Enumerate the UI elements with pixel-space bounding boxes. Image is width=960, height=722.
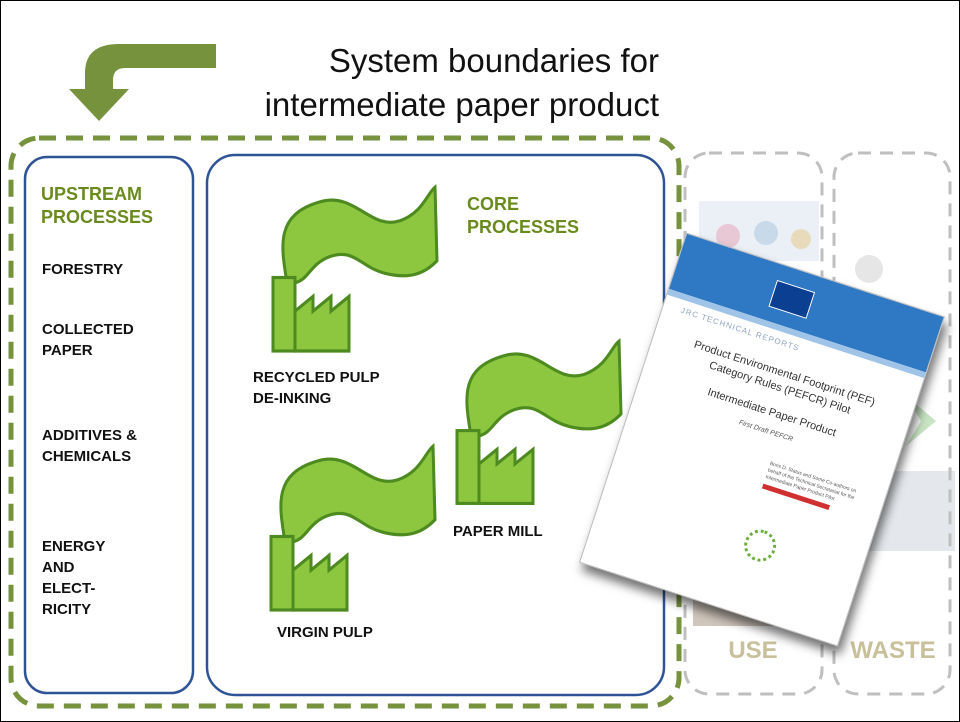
upstream-heading-line-2: PROCESSES <box>41 207 154 227</box>
factory-label-paper-mill: PAPER MILL <box>453 521 543 542</box>
title-line-2: intermediate paper product <box>264 86 659 123</box>
stage-waste-label: WASTE <box>850 637 936 664</box>
cepi-logo-icon <box>739 525 781 566</box>
upstream-item-line: RICITY <box>42 601 92 618</box>
upstream-item-line: AND <box>42 559 75 576</box>
factory-icon-recycled <box>271 185 439 353</box>
factory-label-line: VIRGIN PULP <box>277 624 373 641</box>
title-line-1: System boundaries for <box>328 42 659 79</box>
upstream-item-line: PAPER <box>42 342 93 359</box>
use-box <box>683 151 824 696</box>
waste-box <box>832 151 952 696</box>
system-boundary <box>8 135 682 709</box>
upstream-heading: UPSTREAM PROCESSES <box>41 183 153 229</box>
stage-use-label: USE <box>728 637 778 664</box>
upstream-box <box>23 155 195 695</box>
upstream-item-line: CHEMICALS <box>42 448 132 465</box>
core-heading-line-1: CORE <box>467 194 520 214</box>
factory-icon-virgin <box>269 444 437 612</box>
upstream-item-line: ENERGY <box>42 538 106 555</box>
upstream-heading-line-1: UPSTREAM <box>41 184 143 204</box>
upstream-item-line: ADDITIVES & <box>42 427 138 444</box>
core-heading-line-2: PROCESSES <box>467 217 580 237</box>
factory-label-line: RECYCLED PULP <box>253 369 380 386</box>
factory-icon-paper-mill <box>455 339 623 505</box>
upstream-item-line: COLLECTED <box>42 321 134 338</box>
upstream-item-line: FORESTRY <box>42 261 124 278</box>
factory-label-virgin-pulp: VIRGIN PULP <box>277 622 373 643</box>
upstream-item-forestry: FORESTRY <box>42 259 123 280</box>
bent-arrow-icon <box>69 44 216 121</box>
upstream-item-line: ELECT- <box>42 580 96 597</box>
core-heading: CORE PROCESSES <box>467 193 579 239</box>
upstream-item-additives: ADDITIVES & CHEMICALS <box>42 425 137 467</box>
factory-label-line: PAPER MILL <box>453 523 543 540</box>
diagram-title: System boundaries for intermediate paper… <box>139 39 659 127</box>
factory-label-recycled-pulp: RECYCLED PULP DE-INKING <box>253 367 380 409</box>
upstream-item-collected-paper: COLLECTED PAPER <box>42 319 134 361</box>
factory-label-line: DE-INKING <box>253 390 332 407</box>
upstream-item-energy: ENERGY AND ELECT- RICITY <box>42 536 105 620</box>
